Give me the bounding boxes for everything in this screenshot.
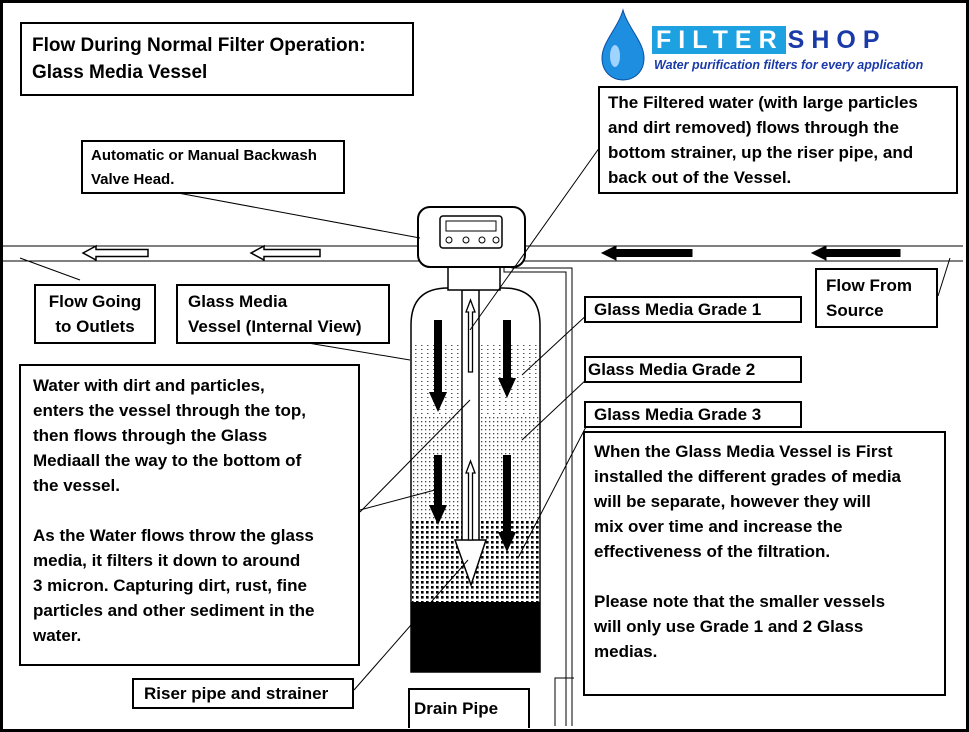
grade-1-label: Glass Media Grade 1 bbox=[584, 296, 802, 323]
first-installed-line-5: effectiveness of the filtration. bbox=[594, 542, 831, 561]
water-dirt-line-5: the vessel. bbox=[33, 476, 120, 495]
flow-from-source-label: Flow From Source bbox=[815, 268, 938, 328]
flow-from-source-line-1: Flow From bbox=[826, 276, 912, 295]
flow-to-outlets-label: Flow Going to Outlets bbox=[34, 284, 156, 344]
water-flows-line-2: media, it filters it down to around bbox=[33, 551, 301, 570]
down-flow-arrows bbox=[429, 320, 516, 552]
water-flow-description-box: Water with dirt and particles, enters th… bbox=[19, 364, 360, 666]
gravel-base-layer bbox=[411, 602, 540, 672]
flow-to-outlets-line-1: Flow Going bbox=[48, 292, 142, 311]
filtershop-logo bbox=[598, 8, 960, 82]
source-flow-arrows bbox=[600, 245, 901, 261]
title-line-2: Glass Media Vessel bbox=[32, 62, 208, 83]
water-flows-line-4: particles and other sediment in the bbox=[33, 601, 315, 620]
water-dirt-line-4: Mediaall the way to the bottom of bbox=[33, 451, 302, 470]
drain-pipe-label: Drain Pipe bbox=[408, 688, 530, 728]
vessel-internal-view-label: Glass Media Vessel (Internal View) bbox=[176, 284, 390, 344]
water-flows-line-5: water. bbox=[33, 626, 82, 645]
grade-2-label: Glass Media Grade 2 bbox=[584, 356, 802, 383]
water-dirt-line-1: Water with dirt and particles, bbox=[33, 376, 265, 395]
first-installed-line-4: mix over time and increase the bbox=[594, 517, 843, 536]
media-mixing-note-box: When the Glass Media Vessel is First ins… bbox=[583, 431, 946, 696]
water-drop-icon bbox=[601, 8, 645, 81]
valve-head bbox=[417, 206, 526, 291]
flow-to-outlets-line-2: to Outlets bbox=[55, 317, 135, 336]
riser-pipe-text: Riser pipe and strainer bbox=[144, 684, 329, 703]
smaller-vessels-line-1: Please note that the smaller vessels bbox=[594, 592, 886, 611]
logo-word-shop: SHOP bbox=[787, 26, 887, 54]
valve-head-line-2: Valve Head. bbox=[91, 171, 175, 188]
smaller-vessels-line-2: will only use Grade 1 and 2 Glass bbox=[594, 617, 864, 636]
title-box: Flow During Normal Filter Operation: Gla… bbox=[20, 22, 414, 96]
first-installed-line-3: will be separate, however they will bbox=[594, 492, 871, 511]
title-line-1: Flow During Normal Filter Operation: bbox=[32, 35, 366, 56]
filtered-water-box: The Filtered water (with large particles… bbox=[598, 86, 958, 194]
logo-tagline: Water purification filters for every app… bbox=[654, 58, 924, 72]
valve-head-line-1: Automatic or Manual Backwash bbox=[91, 147, 317, 164]
vessel-label-line-1: Glass Media bbox=[188, 292, 288, 311]
riser-up-arrow-top bbox=[465, 298, 476, 373]
drain-pipe-text: Drain Pipe bbox=[414, 699, 499, 718]
first-installed-line-1: When the Glass Media Vessel is First bbox=[594, 442, 893, 461]
valve-head-label: Automatic or Manual Backwash Valve Head. bbox=[81, 140, 345, 194]
grade-2-text: Glass Media Grade 2 bbox=[588, 360, 756, 379]
vessel-label-line-2: Vessel (Internal View) bbox=[188, 317, 362, 336]
smaller-vessels-line-3: medias. bbox=[594, 642, 658, 661]
riser-pipe bbox=[453, 289, 488, 588]
outlet-flow-arrows bbox=[81, 244, 321, 262]
water-dirt-line-2: enters the vessel through the top, bbox=[33, 401, 306, 420]
filtered-water-line-4: back out of the Vessel. bbox=[608, 168, 792, 187]
filtered-water-line-1: The Filtered water (with large particles bbox=[608, 93, 918, 112]
water-flows-line-1: As the Water flows throw the glass bbox=[33, 526, 314, 545]
flow-from-source-line-2: Source bbox=[826, 301, 884, 320]
grade-1-text: Glass Media Grade 1 bbox=[594, 300, 762, 319]
filtered-water-line-2: and dirt removed) flows through the bbox=[608, 118, 899, 137]
riser-up-arrow-bottom bbox=[465, 459, 476, 541]
water-flows-line-3: 3 micron. Capturing dirt, rust, fine bbox=[33, 576, 307, 595]
riser-pipe-label: Riser pipe and strainer bbox=[132, 678, 354, 709]
first-installed-line-2: installed the different grades of media bbox=[594, 467, 902, 486]
grade-3-text: Glass Media Grade 3 bbox=[594, 405, 762, 424]
logo-word-filter: FILTER bbox=[652, 26, 786, 54]
water-dirt-line-3: then flows through the Glass bbox=[33, 426, 268, 445]
filtered-water-line-3: bottom strainer, up the riser pipe, and bbox=[608, 143, 914, 162]
grade-3-label: Glass Media Grade 3 bbox=[584, 401, 802, 428]
